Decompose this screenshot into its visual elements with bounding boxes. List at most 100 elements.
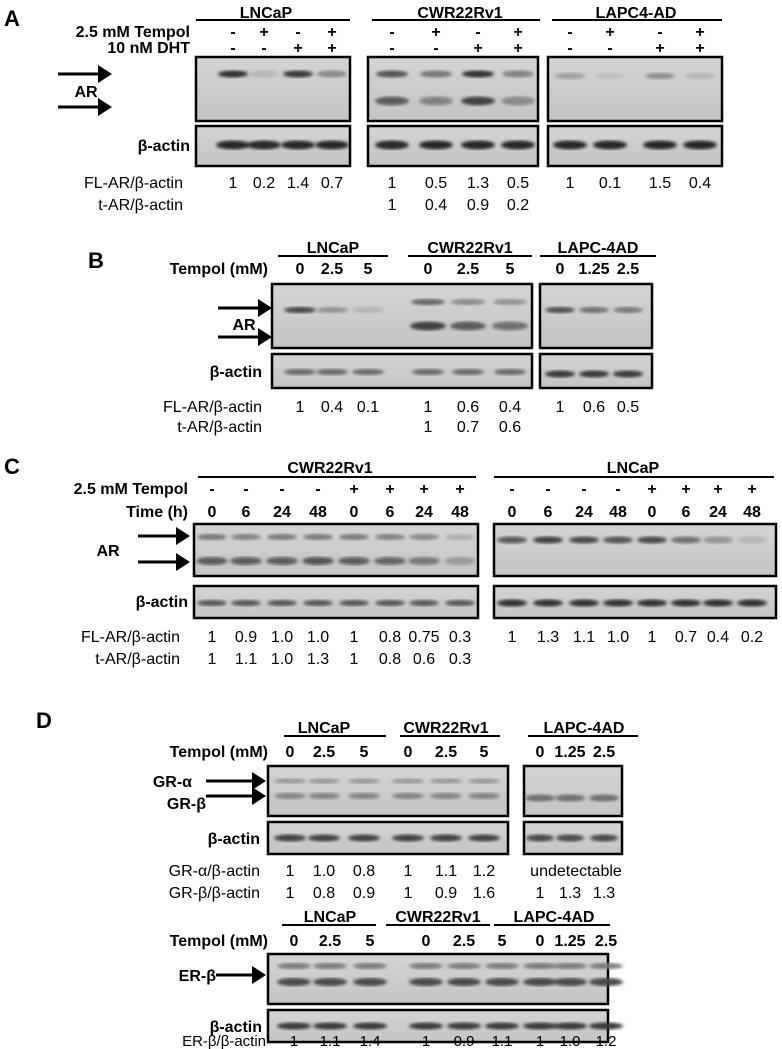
- fl-ar-band: [637, 536, 667, 544]
- er-beta-band: [277, 978, 311, 986]
- fl-ar-ratio: 0.7: [675, 629, 697, 646]
- fl-ar-band: [493, 299, 527, 305]
- tempol-sign: +: [647, 481, 656, 498]
- er-beta-band: [313, 978, 347, 986]
- tr-ar-ratio: 0.4: [425, 197, 447, 214]
- tempol-sign: -: [581, 481, 586, 498]
- gr-alpha-ratio: 1: [286, 863, 295, 880]
- dht-sign: +: [327, 40, 336, 57]
- cell-line-lapc4ad: LAPC-4AD: [514, 909, 595, 926]
- er-upper-band: [553, 963, 587, 969]
- cell-line-lncap: LNCaP: [240, 5, 293, 22]
- tempol-sign: +: [695, 24, 704, 41]
- tr-ar-ratio: 1.0: [271, 651, 293, 668]
- actin-band: [523, 1022, 557, 1030]
- tr-ar-band: [196, 557, 228, 565]
- tr-ar-band: [230, 557, 262, 565]
- fl-ar-band: [218, 70, 248, 78]
- gr-beta-band: [468, 793, 500, 799]
- er-beta-band: [553, 978, 587, 986]
- tr-ar-band: [375, 96, 409, 106]
- tr-ar-ratio: 1: [350, 651, 359, 668]
- actin-band: [267, 600, 297, 606]
- actin-band: [308, 834, 340, 842]
- fl-ar-ratio: 1: [229, 175, 238, 192]
- actin-band: [526, 834, 554, 842]
- gr-beta-band: [308, 793, 340, 799]
- fl-ar-band: [497, 536, 527, 544]
- actin-band: [412, 369, 444, 375]
- actin-band: [703, 599, 733, 607]
- actin-band: [409, 600, 439, 606]
- time-value: 24: [415, 504, 433, 521]
- gr-beta-ratio: 1.6: [473, 885, 495, 902]
- cell-line-cwr22rv1: CWR22Rv1: [403, 720, 488, 737]
- actin-band: [447, 1022, 481, 1030]
- actin-band: [556, 834, 584, 842]
- tempol-sign: -: [475, 24, 480, 41]
- panel-letter-b: B: [88, 248, 104, 273]
- gr-beta-ratio: 1: [536, 885, 545, 902]
- fl-ar-ratio: 1.0: [307, 629, 329, 646]
- actin-band: [277, 1022, 311, 1030]
- actin-band: [737, 599, 767, 607]
- gr-beta-ratio-label: GR-β/β-actin: [169, 885, 260, 902]
- fl-ar-ratio: 1.0: [607, 629, 629, 646]
- actin-band: [247, 140, 281, 150]
- fl-ar-band: [317, 70, 347, 78]
- fl-ar-ratio: 0.2: [253, 175, 275, 192]
- dose-row-label: Tempol (mM): [170, 933, 268, 950]
- fl-ar-ratio: 1: [508, 629, 517, 646]
- fl-ar-band: [645, 73, 675, 79]
- fl-ar-ratio: 1.3: [467, 175, 489, 192]
- time-value: 0: [208, 504, 217, 521]
- fl-ar-band: [462, 70, 494, 78]
- dht-row-label: 10 nM DHT: [107, 40, 190, 57]
- dht-sign: -: [261, 40, 266, 57]
- actin-band: [569, 599, 599, 607]
- er-upper-band: [523, 963, 557, 969]
- tr-ar-band: [501, 96, 535, 106]
- dose-value: 0: [536, 933, 545, 950]
- dht-sign: -: [389, 40, 394, 57]
- gr-beta-band: [392, 793, 424, 799]
- fl-ar-band: [420, 70, 452, 78]
- time-value: 6: [242, 504, 251, 521]
- time-value: 6: [386, 504, 395, 521]
- dht-sign: +: [293, 40, 302, 57]
- cell-line-lncap: LNCaP: [298, 720, 351, 737]
- cell-line-cwr22rv1: CWR22Rv1: [427, 240, 512, 257]
- actin-band: [637, 599, 667, 607]
- actin-band: [197, 600, 227, 606]
- dose-value: 5: [498, 933, 507, 950]
- dose-value: 2.5: [435, 744, 457, 761]
- cell-line-cwr22rv1: CWR22Rv1: [417, 5, 502, 22]
- gr-beta-ratio: 1.3: [559, 885, 581, 902]
- dose-value: 2.5: [319, 933, 341, 950]
- tempol-sign: +: [327, 24, 336, 41]
- fl-ar-ratio: 1.3: [537, 629, 559, 646]
- tr-ar-arrow: [258, 328, 272, 346]
- fl-ar-ratio: 0.4: [321, 399, 343, 416]
- er-upper-band: [589, 963, 623, 969]
- tr-ar-band: [408, 557, 440, 565]
- gr-beta-ratio: 0.9: [353, 885, 375, 902]
- tr-ar-band: [419, 96, 453, 106]
- fl-ar-band: [409, 534, 439, 540]
- dose-value: 1.25: [578, 261, 609, 278]
- dht-sign: -: [567, 40, 572, 57]
- actin-band: [452, 369, 484, 375]
- cell-line-lncap: LNCaP: [307, 240, 360, 257]
- gr-alpha-ratio: 1.2: [473, 863, 495, 880]
- fl-ar-band: [352, 307, 384, 313]
- panel-letter-d: D: [36, 708, 52, 733]
- er-upper-band: [485, 963, 519, 969]
- tr-ar-ratio-label: t-AR/β-actin: [95, 651, 180, 668]
- dose-value: 0: [290, 933, 299, 950]
- actin-band: [316, 369, 348, 375]
- gr-alpha-ratio-label: GR-α/β-actin: [169, 863, 260, 880]
- actin-band: [430, 834, 462, 842]
- tempol-sign: -: [545, 481, 550, 498]
- gr-blot-lapc4ad: [522, 764, 624, 818]
